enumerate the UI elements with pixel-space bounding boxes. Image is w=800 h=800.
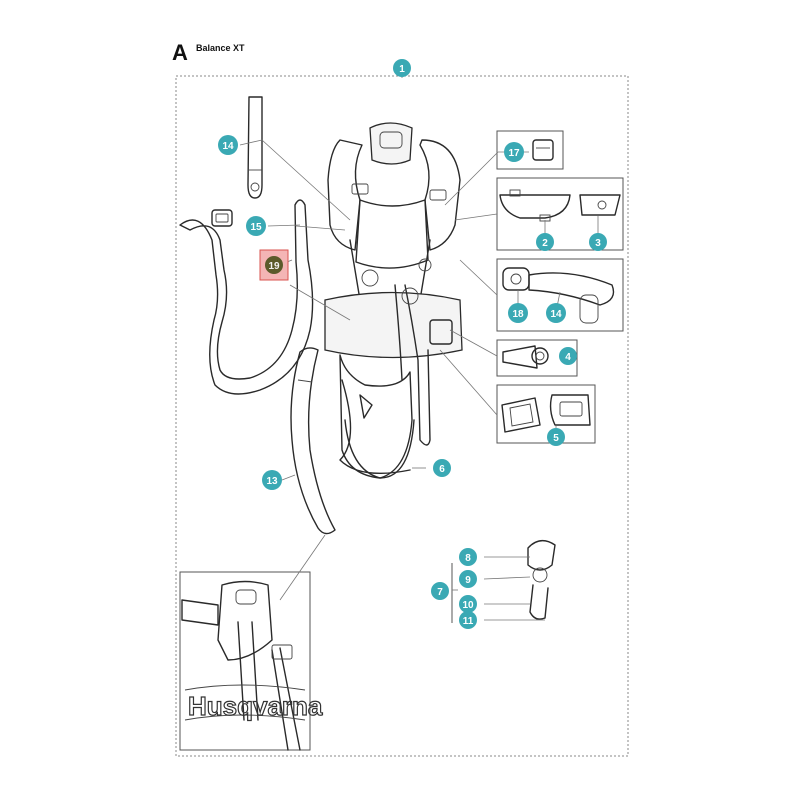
inset-detail bbox=[179, 571, 311, 751]
svg-text:4: 4 bbox=[565, 352, 571, 363]
part-4-buckle bbox=[502, 345, 549, 369]
model-name: Balance XT bbox=[196, 43, 245, 53]
callout-6: 6 bbox=[433, 459, 451, 477]
harness-assembly bbox=[324, 122, 463, 479]
svg-text:13: 13 bbox=[266, 476, 278, 487]
section-letter: A bbox=[172, 40, 188, 65]
callout-11: 11 bbox=[459, 611, 477, 629]
part-3-plate bbox=[579, 194, 621, 216]
svg-text:14: 14 bbox=[550, 309, 562, 320]
callout-9: 9 bbox=[459, 570, 477, 588]
box-17 bbox=[496, 130, 564, 170]
part-7-hook-assembly bbox=[451, 540, 556, 623]
svg-text:1: 1 bbox=[399, 64, 405, 75]
svg-text:19: 19 bbox=[268, 261, 280, 272]
svg-text:2: 2 bbox=[542, 238, 548, 249]
part-13-strap bbox=[290, 347, 336, 535]
callout-7: 7 bbox=[431, 582, 449, 600]
part-18-14-strap bbox=[502, 267, 615, 324]
callout-1: 1 bbox=[393, 59, 411, 77]
svg-text:14: 14 bbox=[222, 141, 234, 152]
svg-text:9: 9 bbox=[465, 575, 471, 586]
part-19-hip-strap bbox=[179, 199, 314, 395]
part-14-strap bbox=[247, 96, 263, 199]
part-15-buckle bbox=[211, 209, 233, 227]
callout-8: 8 bbox=[459, 548, 477, 566]
svg-text:5: 5 bbox=[553, 433, 559, 444]
callout-3: 3 bbox=[589, 233, 607, 251]
svg-text:8: 8 bbox=[465, 553, 471, 564]
callout-19-highlighted: 19 bbox=[259, 249, 289, 281]
svg-text:15: 15 bbox=[250, 222, 262, 233]
svg-text:6: 6 bbox=[439, 464, 445, 475]
part-6-hip-pad bbox=[344, 419, 415, 479]
callout-14b: 14 bbox=[546, 303, 566, 323]
callout-5: 5 bbox=[547, 428, 565, 446]
part-17-clip bbox=[532, 139, 554, 161]
callout-10: 10 bbox=[459, 595, 477, 613]
part-5-buckle bbox=[501, 394, 591, 433]
callout-14a: 14 bbox=[218, 135, 238, 155]
callout-4: 4 bbox=[559, 347, 577, 365]
svg-text:17: 17 bbox=[508, 148, 520, 159]
callout-13: 13 bbox=[262, 470, 282, 490]
svg-text:10: 10 bbox=[462, 600, 474, 611]
leader-lines bbox=[239, 76, 599, 621]
callout-2: 2 bbox=[536, 233, 554, 251]
svg-text:3: 3 bbox=[595, 238, 601, 249]
svg-text:11: 11 bbox=[463, 616, 474, 627]
box-4 bbox=[496, 339, 578, 377]
part-2-bracket bbox=[499, 189, 571, 222]
callout-15: 15 bbox=[246, 216, 266, 236]
inset-harness-detail: Husqvarna bbox=[181, 580, 324, 751]
callout-18: 18 bbox=[508, 303, 528, 323]
callout-17: 17 bbox=[504, 142, 524, 162]
brand-watermark: Husqvarna bbox=[188, 691, 323, 721]
box-5 bbox=[496, 384, 596, 444]
svg-text:18: 18 bbox=[512, 309, 524, 320]
svg-text:7: 7 bbox=[437, 587, 443, 598]
